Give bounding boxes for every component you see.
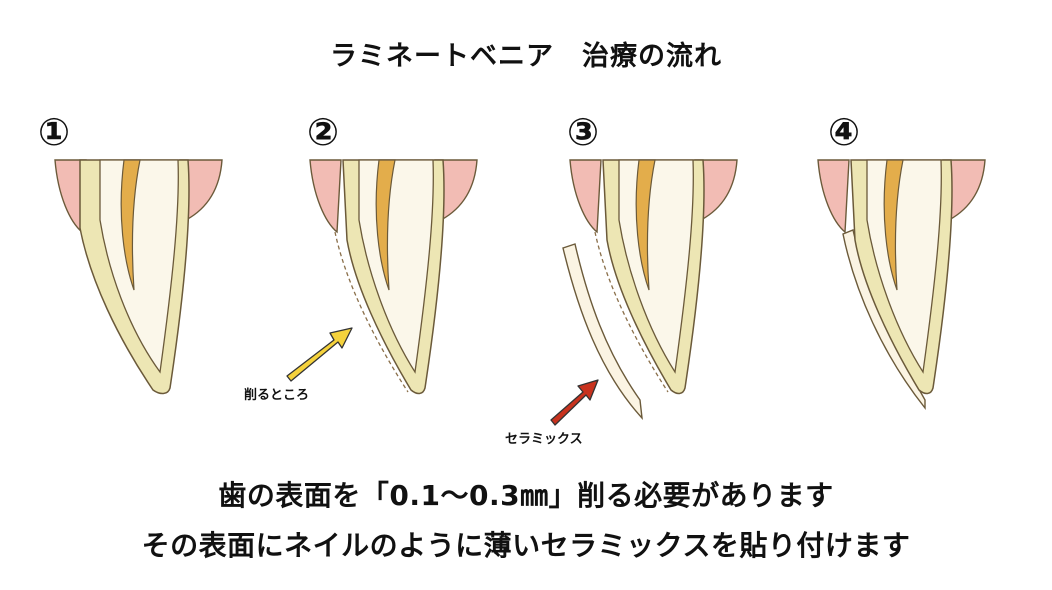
gum-right-1: [179, 159, 223, 222]
enamel-2: [342, 159, 445, 395]
tooth-1: [54, 159, 223, 395]
arrow-yellow: [286, 327, 353, 382]
gum-right-4: [942, 159, 986, 222]
page-title: ラミネートベニア 治療の流れ: [330, 41, 722, 72]
arrow-red: [550, 379, 599, 426]
enamel-1: [79, 159, 190, 395]
pulp-4: [883, 159, 904, 291]
tooth-4: [817, 159, 986, 411]
gum-right-2: [434, 159, 478, 222]
gum-right-3: [694, 159, 738, 222]
label-ceramics: セラミックス: [505, 432, 583, 447]
enamel-4: [850, 159, 953, 395]
shave-outline-2: [334, 231, 409, 393]
caption-line-2: その表面にネイルのように薄いセラミックスを貼り付けます: [141, 529, 911, 562]
caption-line-1: 歯の表面を「0.1〜0.3㎜」削る必要があります: [218, 479, 834, 512]
shave-outline-3: [594, 231, 669, 393]
enamel-3: [602, 159, 705, 395]
step-number-3: ③: [567, 110, 600, 154]
step-number-2: ②: [307, 110, 340, 154]
dentin-3: [618, 159, 694, 374]
step-number-4: ④: [828, 110, 861, 154]
pulp-3: [635, 159, 656, 291]
step-number-1: ①: [38, 110, 71, 154]
pulp-2: [375, 159, 396, 291]
pulp-1: [120, 159, 141, 291]
veneer-shell: [562, 243, 643, 421]
label-shave-area: 削るところ: [244, 388, 310, 403]
dentin-2: [358, 159, 434, 374]
gum-left-4: [817, 159, 850, 234]
gum-left-2: [309, 159, 342, 234]
gum-left-1: [54, 159, 87, 234]
tooth-2: [309, 159, 478, 395]
dentin-4: [866, 159, 942, 374]
veneer-attached: [842, 229, 926, 411]
dentin-1: [99, 159, 179, 374]
tooth-3: [569, 159, 738, 395]
gum-left-3: [569, 159, 602, 234]
